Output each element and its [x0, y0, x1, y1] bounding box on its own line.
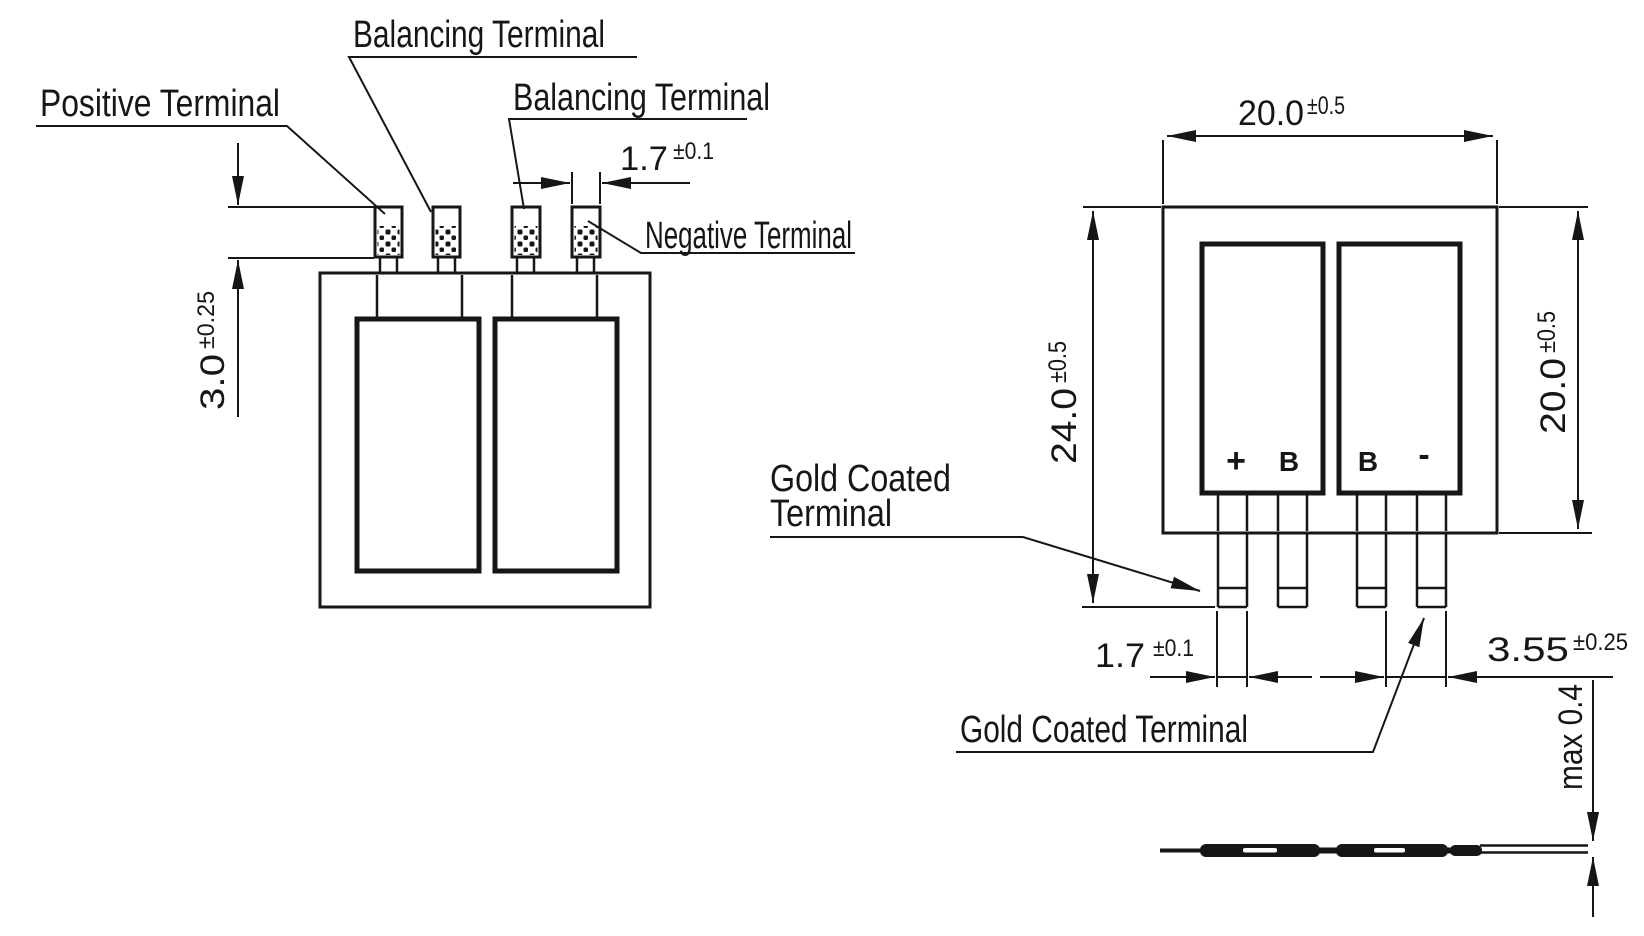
gold-speckle	[574, 226, 598, 255]
dim-terminal-width-top-tolerance: ±0.1	[673, 138, 714, 165]
dim-body-height-tolerance: ±0.5	[1533, 311, 1561, 353]
front-terminal-negative	[570, 205, 602, 272]
extension-lines	[571, 172, 601, 204]
side-slot-2	[1374, 848, 1405, 853]
balancing-terminal-mid-leader	[507, 118, 747, 210]
balancing-terminal-mid-text: Balancing Terminal	[513, 77, 770, 119]
label-gold-coated-bottom: Gold Coated Terminal	[956, 617, 1425, 753]
marking-b-left: B	[1279, 446, 1299, 477]
label-gold-coated-left: Gold Coated Terminal	[770, 458, 1201, 592]
side-neck-1	[1316, 847, 1340, 854]
front-terminal-balancing-2	[510, 205, 542, 272]
extension-lines	[1162, 140, 1498, 204]
side-terminal-tip-lines	[1480, 844, 1588, 854]
back-internal-tabs	[1216, 495, 1448, 531]
label-negative-terminal: Negative Terminal	[587, 215, 855, 257]
gold-speckle	[435, 226, 458, 255]
back-terminal-1	[1216, 533, 1249, 609]
extension-lines	[228, 206, 374, 259]
front-internal-tabs	[375, 275, 599, 317]
dim-body-width: 20.0 ±0.5	[1162, 92, 1498, 204]
dim-terminal-width-top: 1.7 ±0.1	[513, 138, 714, 204]
back-left-cell	[1199, 241, 1326, 496]
front-terminal-balancing-1	[431, 205, 462, 272]
dim-body-width-value: 20.0	[1238, 94, 1304, 133]
dim-terminal-width-top-value: 1.7	[620, 140, 668, 178]
balancing-terminal-top-leader	[347, 56, 637, 213]
dim-terminal-height-value: 3.0	[194, 354, 232, 410]
dim-terminal-height-tolerance: ±0.25	[193, 291, 220, 349]
dim-terminal-width-bottom: 1.7 ±0.1	[1095, 635, 1312, 683]
side-body-segment-3	[1450, 845, 1482, 856]
back-terminal-2	[1276, 533, 1309, 609]
gold-speckle	[377, 226, 400, 255]
marking-minus: -	[1418, 436, 1429, 474]
dim-terminal-width-bottom-tolerance: ±0.1	[1153, 635, 1194, 662]
back-terminal-3	[1355, 533, 1388, 609]
dim-overall-height-value: 24.0	[1045, 388, 1084, 464]
dim-body-height: 20.0 ±0.5	[1533, 211, 1584, 529]
positive-terminal-leader	[36, 125, 386, 215]
back-view: + B B - 20.0 ±0.5 24.0 ±0.5 20.0 ±0.5	[770, 92, 1628, 753]
back-extension-lines	[1082, 206, 1592, 687]
gold-coated-bottom-leader	[956, 617, 1425, 753]
back-terminal-4	[1415, 533, 1448, 609]
front-view: 3.0 ±0.25 1.7 ±0.1 Positive Terminal Bal…	[36, 14, 855, 609]
negative-terminal-leader	[587, 220, 855, 254]
dim-terminal-width-bottom-value: 1.7	[1095, 637, 1145, 675]
side-view: max 0.4	[1160, 680, 1599, 917]
gold-coated-left-leader	[770, 536, 1201, 592]
dim-max-thickness: max 0.4	[1552, 680, 1599, 917]
gold-coated-bottom-text: Gold Coated Terminal	[960, 709, 1248, 751]
marking-b-right: B	[1358, 446, 1378, 477]
back-right-cell	[1336, 241, 1463, 496]
front-body-outline	[318, 271, 652, 609]
gold-speckle	[514, 226, 538, 255]
dim-overall-height-tolerance: ±0.5	[1044, 341, 1072, 383]
back-terminals	[1216, 533, 1448, 609]
marking-plus: +	[1226, 442, 1246, 480]
label-positive-terminal: Positive Terminal	[36, 83, 386, 215]
label-balancing-terminal-top: Balancing Terminal	[347, 14, 637, 213]
balancing-terminal-top-text: Balancing Terminal	[353, 14, 605, 56]
front-terminal-positive	[373, 205, 404, 272]
front-right-cell	[492, 316, 620, 574]
dim-terminal-pitch-value: 3.55	[1487, 631, 1569, 669]
negative-terminal-text: Negative Terminal	[645, 215, 852, 257]
gold-coated-line2-text: Terminal	[770, 493, 892, 535]
dim-body-height-value: 20.0	[1534, 358, 1573, 434]
dim-terminal-pitch-tolerance: ±0.25	[1573, 629, 1628, 656]
front-left-cell	[354, 316, 482, 574]
label-balancing-terminal-mid: Balancing Terminal	[507, 77, 770, 210]
dim-max-thickness-value: max 0.4	[1552, 684, 1590, 790]
dim-overall-height: 24.0 ±0.5	[1044, 211, 1099, 603]
dim-body-width-tolerance: ±0.5	[1307, 92, 1345, 120]
gold-coated-line1-text: Gold Coated	[770, 458, 951, 500]
back-body-outline	[1161, 205, 1499, 535]
dim-terminal-height: 3.0 ±0.25	[193, 143, 374, 417]
side-slot-1	[1243, 848, 1277, 853]
positive-terminal-text: Positive Terminal	[40, 83, 280, 125]
dim-terminal-pitch: 3.55 ±0.25	[1320, 629, 1628, 683]
